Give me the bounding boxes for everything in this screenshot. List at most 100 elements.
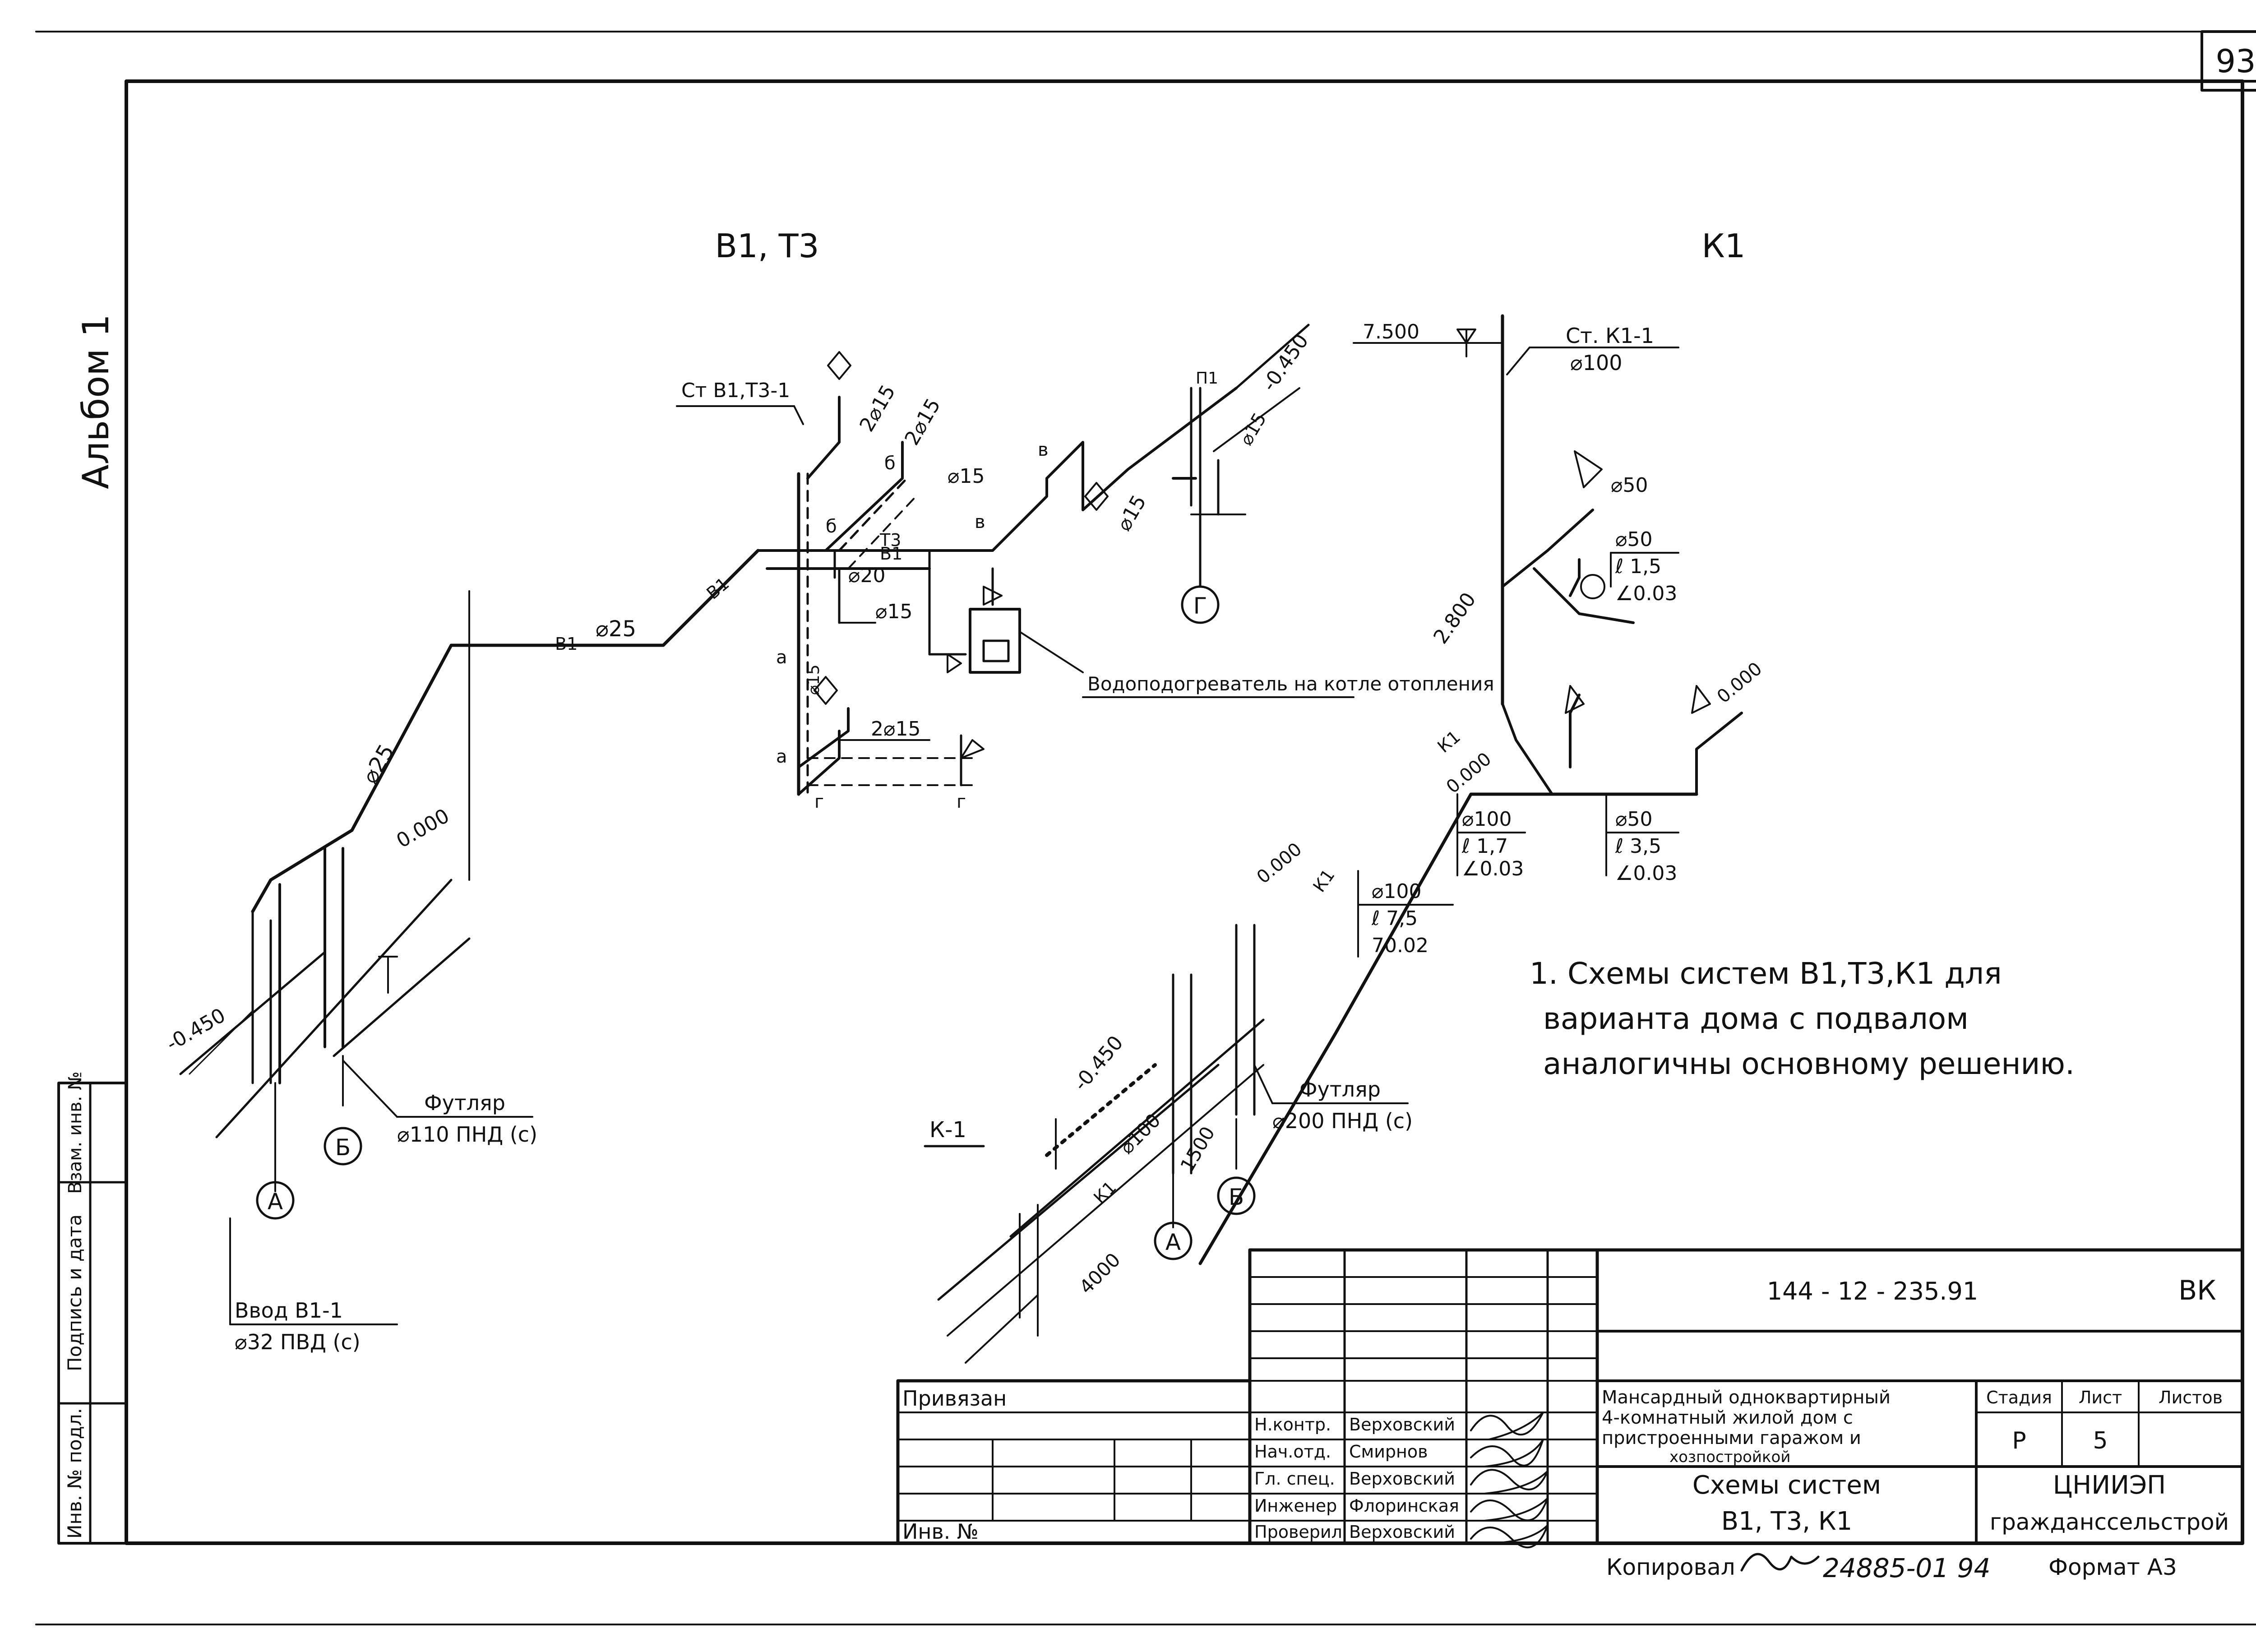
letter-a-1: а bbox=[776, 647, 787, 668]
side-stamp-sign: Подпись и дата bbox=[64, 1214, 86, 1371]
org-line-1: ЦНИИЭП bbox=[2053, 1471, 2166, 1500]
scheme-title-b1-t3: В1, Т3 bbox=[715, 227, 819, 265]
letter-g-1: г bbox=[814, 791, 824, 812]
pipe-diameter-5: ⌀15 bbox=[948, 465, 985, 488]
sheet-frame bbox=[35, 31, 2256, 1625]
annotation-3-d: ⌀100 bbox=[1462, 808, 1512, 831]
sheets-label: Листов bbox=[2159, 1388, 2223, 1407]
letter-g-2: г bbox=[957, 791, 966, 812]
pipe-diameter-10: 2⌀15 bbox=[871, 717, 920, 740]
bound-label: Привязан bbox=[902, 1386, 1007, 1411]
annotation-1-d: ⌀50 bbox=[1611, 474, 1648, 497]
riser-label-b1-t3: Ст В1,Т3-1 bbox=[681, 379, 790, 402]
pipe-label-t3: Т3 bbox=[879, 530, 901, 550]
riser-b1-t3 bbox=[757, 324, 1310, 796]
ground-lines-left bbox=[179, 879, 471, 1138]
axis-marker-a-right: А bbox=[1154, 1222, 1193, 1260]
project-line-3: пристроенными гаражом и bbox=[1602, 1428, 1861, 1448]
axis-b-left: Б bbox=[335, 1134, 351, 1161]
elevation-k1-4: 0.000 bbox=[1713, 658, 1766, 708]
elevation-k1-5: 0.000 bbox=[1253, 839, 1306, 888]
pipe-diameter-7: ⌀15 bbox=[1236, 409, 1271, 449]
footer-order: 24885-01 94 bbox=[1823, 1553, 1990, 1583]
letter-v-2: в bbox=[1038, 440, 1049, 460]
axis-marker-a-left: А bbox=[256, 1181, 295, 1220]
letter-a-2: а bbox=[776, 746, 787, 767]
b1-inlet-pipe bbox=[251, 549, 760, 1084]
role-0: Н.контр. bbox=[1254, 1415, 1331, 1435]
role-4: Проверил bbox=[1254, 1522, 1342, 1542]
name-4: Верховский bbox=[1349, 1522, 1455, 1542]
annotation-4-slope: ∠0.03 bbox=[1615, 862, 1677, 885]
project-line-4: хозпостройкой bbox=[1669, 1448, 1790, 1466]
inlet-label: Ввод В1-1 bbox=[235, 1298, 343, 1323]
letter-v-1: в bbox=[975, 512, 985, 532]
footer: Копировал 24885-01 94 Формат А3 bbox=[1606, 1553, 2177, 1583]
annotation-3: ⌀100 ℓ 1,7 ∠0.03 bbox=[1456, 793, 1526, 880]
letter-p1: П1 bbox=[1196, 369, 1218, 388]
axis-a-right: А bbox=[1165, 1229, 1181, 1255]
footer-copied: Копировал bbox=[1606, 1554, 1735, 1580]
name-1: Смирнов bbox=[1349, 1442, 1428, 1462]
annotation-5: ⌀100 ℓ 7,5 70.02 bbox=[1357, 870, 1454, 958]
name-0: Верховский bbox=[1349, 1415, 1455, 1435]
project-line-2: 4-комнатный жилой дом с bbox=[1602, 1407, 1853, 1428]
album-label: Альбом 1 bbox=[75, 314, 117, 489]
pipe-label-b1-3: В1 bbox=[880, 544, 902, 564]
axis-a-left: А bbox=[268, 1189, 283, 1215]
annotation-5-slope: 70.02 bbox=[1372, 934, 1428, 957]
pipe-label-k1-2: К1 bbox=[1434, 727, 1464, 757]
sleeve-spec-left: ⌀110 ПНД (с) bbox=[397, 1122, 537, 1147]
axis-marker-b-left: Б bbox=[324, 1127, 362, 1166]
dim-4000: 4000 bbox=[1075, 1249, 1124, 1298]
annotation-2: ⌀50 ℓ 1,5 ∠0.03 bbox=[1610, 528, 1679, 605]
note-line-3: аналогичны основному решению. bbox=[1543, 1046, 2075, 1081]
pipe-diameter-11: ⌀15 bbox=[804, 665, 823, 695]
stage-label: Стадия bbox=[1986, 1388, 2052, 1407]
side-stamp-inv: Инв. № подл. bbox=[64, 1408, 86, 1539]
riser-label-k1: Ст. К1-1 bbox=[1566, 324, 1654, 348]
annotation-3-l: ℓ 1,7 bbox=[1461, 835, 1508, 858]
pipe-diameter-1: ⌀25 bbox=[596, 616, 636, 642]
annotation-2-l: ℓ 1,5 bbox=[1615, 555, 1661, 578]
dim-1500: 1500 bbox=[1176, 1123, 1219, 1175]
scheme-title-k1: К1 bbox=[1702, 227, 1746, 265]
side-stamp-replace: Взам. инв. № bbox=[65, 1071, 86, 1194]
role-1: Нач.отд. bbox=[1254, 1442, 1331, 1462]
annotation-4-l: ℓ 3,5 bbox=[1615, 835, 1661, 858]
pipe-diameter-9: 2⌀15 bbox=[900, 394, 945, 449]
pipe-diameter-4: ⌀15 bbox=[875, 600, 912, 623]
doc-code: 144 - 12 - 235.91 bbox=[1767, 1277, 1978, 1305]
sleeve-label-left: Футляр bbox=[424, 1091, 505, 1115]
pipe-label-b1-1: В1 bbox=[555, 634, 578, 654]
role-3: Инженер bbox=[1254, 1496, 1337, 1516]
note-block: 1. Схемы систем В1,Т3,К1 для варианта до… bbox=[1530, 956, 2075, 1081]
name-3: Флоринская bbox=[1349, 1496, 1459, 1516]
stage-value: Р bbox=[2012, 1427, 2026, 1454]
side-stamp: Инв. № подл. Подпись и дата Взам. инв. № bbox=[57, 1071, 128, 1545]
sleeve-label-right: Футляр bbox=[1299, 1077, 1381, 1101]
pipe-diameter-3: ⌀20 bbox=[848, 564, 885, 587]
pipe-diameter-8: 2⌀15 bbox=[855, 381, 900, 435]
valve-icon bbox=[814, 351, 1109, 759]
axis-marker-g: Г bbox=[1181, 585, 1220, 624]
elevation-left-2: 0.000 bbox=[393, 804, 453, 852]
annotation-5-d: ⌀100 bbox=[1372, 880, 1421, 903]
scheme-b1-t3: А Б Г Ст В1,Т3-1 В1 ⌀25 В1 ⌀25 Т3 В1 ⌀20… bbox=[162, 324, 1494, 1354]
annotation-2-slope: ∠0.03 bbox=[1615, 582, 1677, 605]
pipe-label-k1-1: К1 bbox=[1309, 865, 1338, 896]
sleeve-spec-right: ⌀200 ПНД (с) bbox=[1272, 1109, 1413, 1133]
letter-b-1: б bbox=[826, 516, 837, 537]
pipe-label-k1-3: К1 bbox=[1090, 1177, 1120, 1208]
elevation-k1-1: 7.500 bbox=[1363, 320, 1419, 343]
annotation-5-l: ℓ 7,5 bbox=[1371, 907, 1418, 930]
footer-format: Формат А3 bbox=[2048, 1554, 2177, 1580]
title-block: 144 - 12 - 235.91 ВК Привязан Инв. № Н.к… bbox=[896, 1248, 2244, 1549]
annotation-4-d: ⌀50 bbox=[1615, 808, 1652, 831]
pipe-diameter-2: ⌀25 bbox=[357, 740, 399, 788]
riser-diameter-k1: ⌀100 bbox=[1570, 351, 1623, 375]
sheet-number-box: 93 bbox=[2201, 30, 2256, 92]
elevation-left-1: -0.450 bbox=[162, 1004, 229, 1055]
elevation-k1-6: -0.450 bbox=[1069, 1032, 1128, 1095]
